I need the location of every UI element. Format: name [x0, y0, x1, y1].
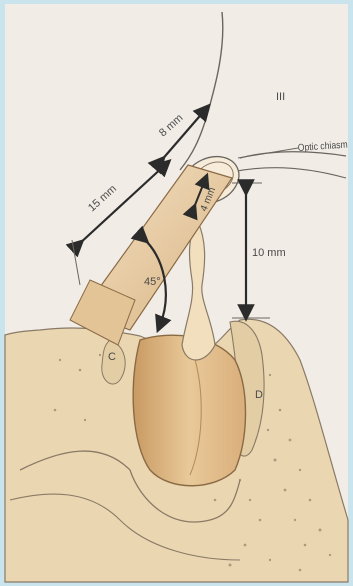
label-10mm: 10 mm: [252, 247, 286, 259]
label-45-degrees: 45°: [144, 276, 161, 288]
label-roman-numeral: III: [276, 91, 285, 103]
label-d: D: [255, 389, 263, 401]
label-c: C: [108, 351, 116, 363]
